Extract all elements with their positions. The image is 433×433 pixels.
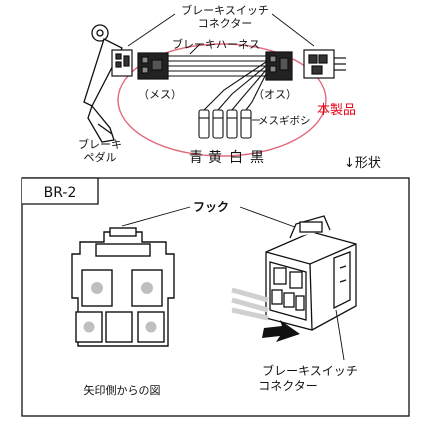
harness-label: ブレーキハーネス	[172, 37, 260, 51]
connector-3d-leader	[335, 309, 345, 361]
model-label: BR-2	[44, 185, 77, 201]
product-highlight-ellipse	[117, 43, 327, 157]
leader-lines	[127, 13, 315, 121]
view-caption: 矢印側からの図	[84, 383, 161, 397]
female-label: （メス）	[138, 88, 182, 101]
product-label: 本製品	[317, 103, 356, 118]
hook-label: フック	[193, 200, 229, 214]
connector-front-view	[71, 227, 175, 347]
brake-switch-illustration	[111, 49, 133, 77]
connector-3d-label-line1: ブレーキスイッチ	[262, 363, 358, 378]
connector-front-pins	[83, 282, 157, 333]
bullet-terminals	[198, 109, 252, 139]
female-connector-illustration	[137, 52, 169, 80]
vehicle-connector-illustration	[303, 49, 346, 79]
branch-wires	[203, 61, 267, 111]
switch-connector-label-line1: ブレーキスイッチ	[181, 3, 269, 17]
pedal-label-line1: ブレーキ	[78, 137, 122, 151]
connector-3d-wires	[231, 287, 269, 321]
view-direction-arrow	[262, 320, 300, 342]
wire-color-yellow: 黄	[208, 149, 222, 166]
wire-color-black: 黒	[250, 150, 264, 166]
brake-pedal-illustration	[83, 24, 123, 143]
harness-wires	[168, 55, 266, 77]
connector-3d-view	[265, 215, 357, 331]
switch-connector-label-line2: コネクター	[198, 17, 253, 30]
wire-color-white: 白	[229, 150, 243, 166]
shape-label: ↓形状	[344, 156, 381, 171]
connector-3d-label-line2: コネクター	[258, 379, 318, 393]
pedal-label-line2: ペダル	[84, 150, 117, 164]
male-label: （オス）	[253, 88, 297, 101]
wire-color-blue: 青	[189, 150, 203, 166]
female-terminal-label: メスギボシ	[258, 115, 311, 127]
male-connector-illustration	[265, 51, 293, 81]
model-tab	[22, 177, 99, 205]
